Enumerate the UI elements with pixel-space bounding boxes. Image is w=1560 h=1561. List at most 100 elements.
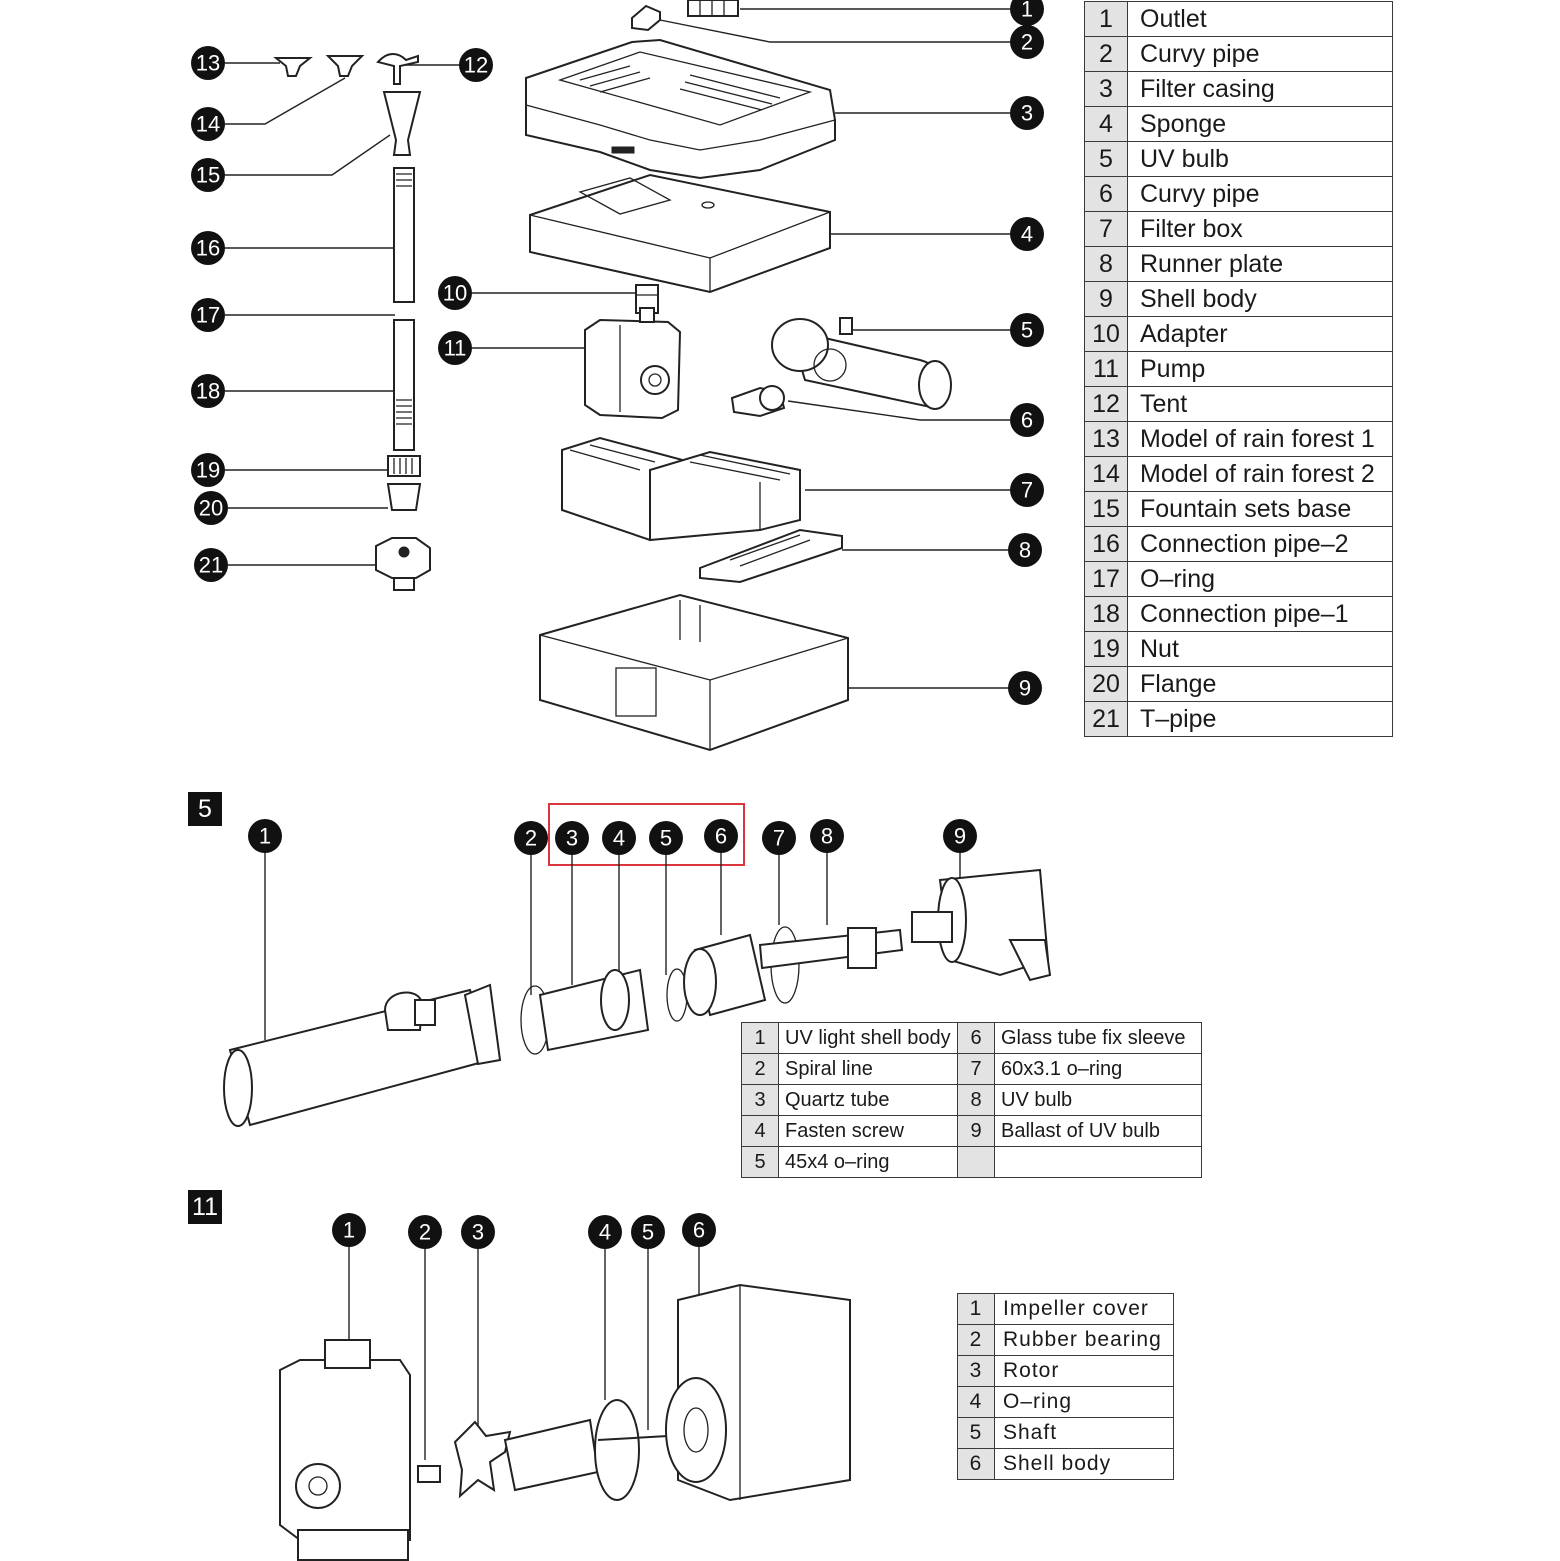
callout-1: 1 (1010, 0, 1044, 26)
filter-box-part (561, 436, 801, 542)
callout-11: 11 (438, 331, 472, 365)
callout-21: 21 (194, 548, 228, 582)
uv-callout-5: 5 (649, 821, 683, 855)
svg-text:11: 11 (444, 336, 467, 361)
pump-exploded-view: 1 2 3 4 5 6 (279, 1213, 851, 1561)
section-label-uv: 5 (188, 792, 222, 826)
uv-callout-2: 2 (514, 821, 548, 855)
callout-6: 6 (1010, 403, 1044, 437)
pump-part (584, 307, 682, 420)
svg-text:16: 16 (196, 236, 220, 261)
svg-text:7: 7 (1021, 478, 1033, 503)
callout-10: 10 (438, 276, 472, 310)
pump-callout-2: 2 (408, 1215, 442, 1249)
svg-text:17: 17 (196, 303, 220, 328)
svg-text:9: 9 (954, 824, 966, 849)
uv-callout-7: 7 (762, 821, 796, 855)
callout-7: 7 (1010, 473, 1044, 507)
svg-text:6: 6 (715, 824, 727, 849)
pump-callout-1: 1 (332, 1213, 366, 1247)
callout-12: 12 (459, 48, 493, 82)
svg-text:2: 2 (1021, 30, 1033, 55)
svg-text:9: 9 (1019, 676, 1031, 701)
svg-text:14: 14 (196, 112, 220, 137)
svg-text:1: 1 (1021, 0, 1033, 22)
callout-17: 17 (191, 298, 225, 332)
filter-casing-part (525, 38, 836, 180)
callout-2: 2 (1010, 25, 1044, 59)
outlet-part (687, 0, 739, 17)
callout-15: 15 (191, 158, 225, 192)
callout-14: 14 (191, 107, 225, 141)
uv-callout-4: 4 (602, 821, 636, 855)
callout-9: 9 (1008, 671, 1042, 705)
pump-callout-4: 4 (588, 1215, 622, 1249)
svg-text:21: 21 (199, 553, 223, 578)
uv-callouts: 1 2 3 4 5 6 7 8 9 (248, 819, 977, 855)
highlight-box (548, 803, 745, 866)
curvy-pipe-small-part (730, 385, 786, 418)
pump-callouts: 1 2 3 4 5 6 (332, 1213, 716, 1249)
uv-callout-6: 6 (704, 819, 738, 853)
callout-5: 5 (1010, 313, 1044, 347)
main-leader-lines (225, 8, 1010, 689)
svg-text:20: 20 (199, 496, 223, 521)
uv-callout-1: 1 (248, 819, 282, 853)
svg-text:3: 3 (1021, 101, 1033, 126)
pump-callout-5: 5 (631, 1215, 665, 1249)
callout-20: 20 (194, 491, 228, 525)
callout-13: 13 (191, 46, 225, 80)
callout-4: 4 (1010, 217, 1044, 251)
svg-text:5: 5 (642, 1220, 654, 1245)
uv-leader-lines (264, 852, 961, 1040)
curvy-pipe-part (631, 4, 661, 32)
pump-leader-lines (348, 1246, 700, 1460)
svg-text:2: 2 (525, 826, 537, 851)
svg-text:5: 5 (660, 826, 672, 851)
svg-text:8: 8 (821, 824, 833, 849)
section-label-pump: 11 (188, 1190, 222, 1224)
pump-callout-3: 3 (461, 1215, 495, 1249)
svg-text:18: 18 (196, 379, 220, 404)
uv-bulb-part (771, 317, 952, 410)
svg-text:1: 1 (343, 1218, 355, 1243)
svg-text:3: 3 (472, 1220, 484, 1245)
uv-callout-8: 8 (810, 819, 844, 853)
fountain-kit-parts (273, 53, 431, 591)
shell-body-part (539, 593, 849, 752)
svg-text:6: 6 (1021, 408, 1033, 433)
svg-text:6: 6 (693, 1218, 705, 1243)
svg-text:7: 7 (773, 826, 785, 851)
